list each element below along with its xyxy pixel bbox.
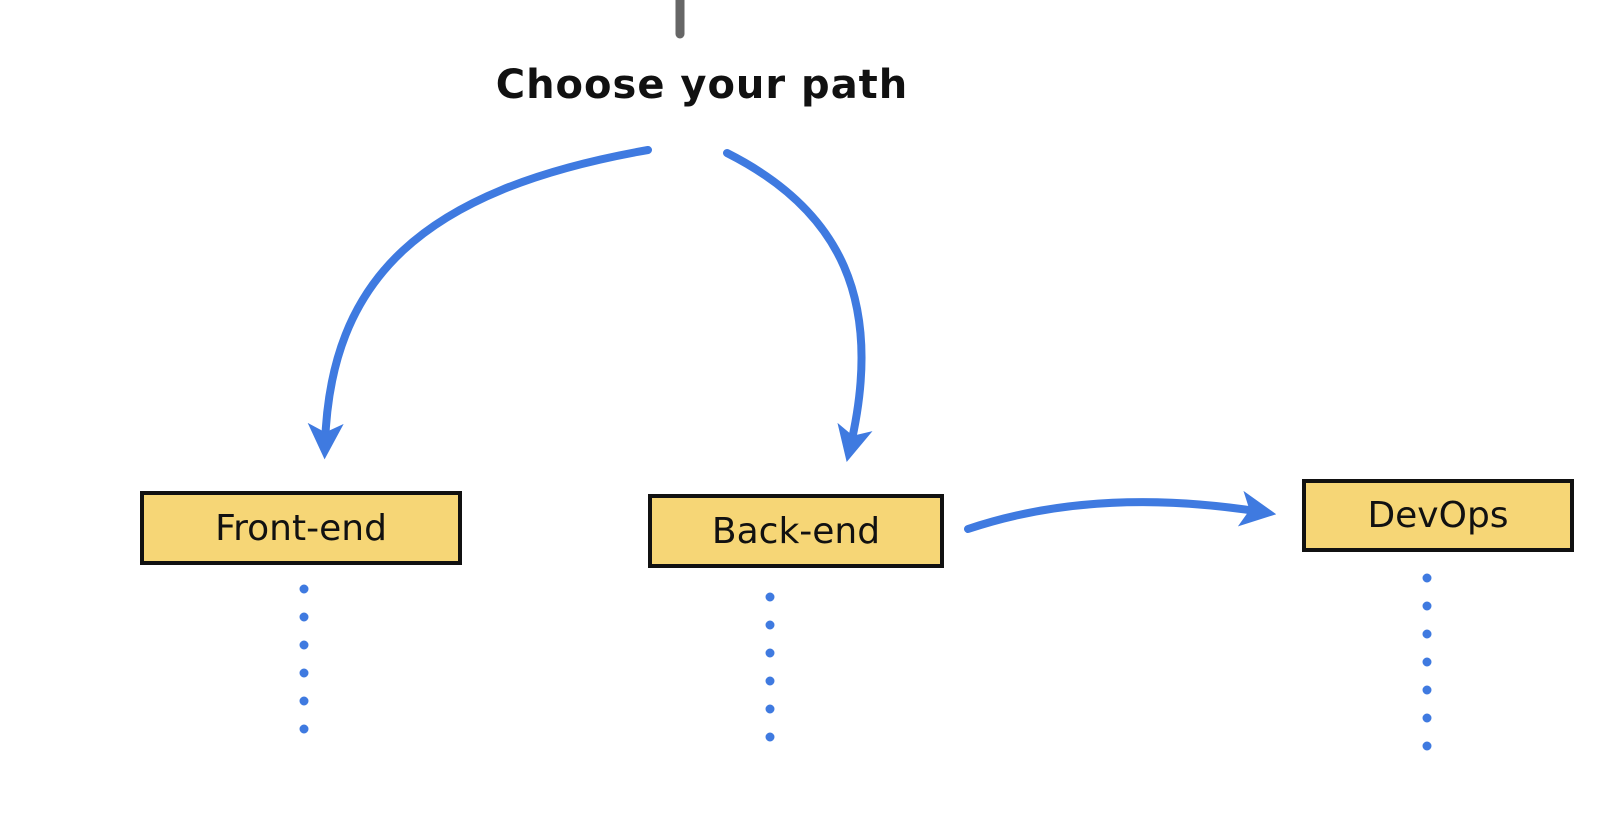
arrow-to-devops bbox=[964, 490, 1277, 533]
arrow-to-frontend bbox=[307, 146, 652, 460]
node-frontend[interactable]: Front-end bbox=[140, 491, 462, 565]
node-devops[interactable]: DevOps bbox=[1302, 479, 1574, 552]
node-frontend-box bbox=[140, 491, 462, 565]
diagram-title: Choose your path bbox=[496, 62, 909, 108]
node-frontend-label: Front-end bbox=[215, 508, 387, 549]
node-backend[interactable]: Back-end bbox=[648, 494, 944, 568]
node-backend-label: Back-end bbox=[712, 511, 880, 552]
node-backend-box bbox=[648, 494, 944, 568]
node-devops-label: DevOps bbox=[1367, 495, 1508, 536]
node-devops-box bbox=[1302, 479, 1574, 552]
arrow-to-backend bbox=[723, 149, 873, 463]
